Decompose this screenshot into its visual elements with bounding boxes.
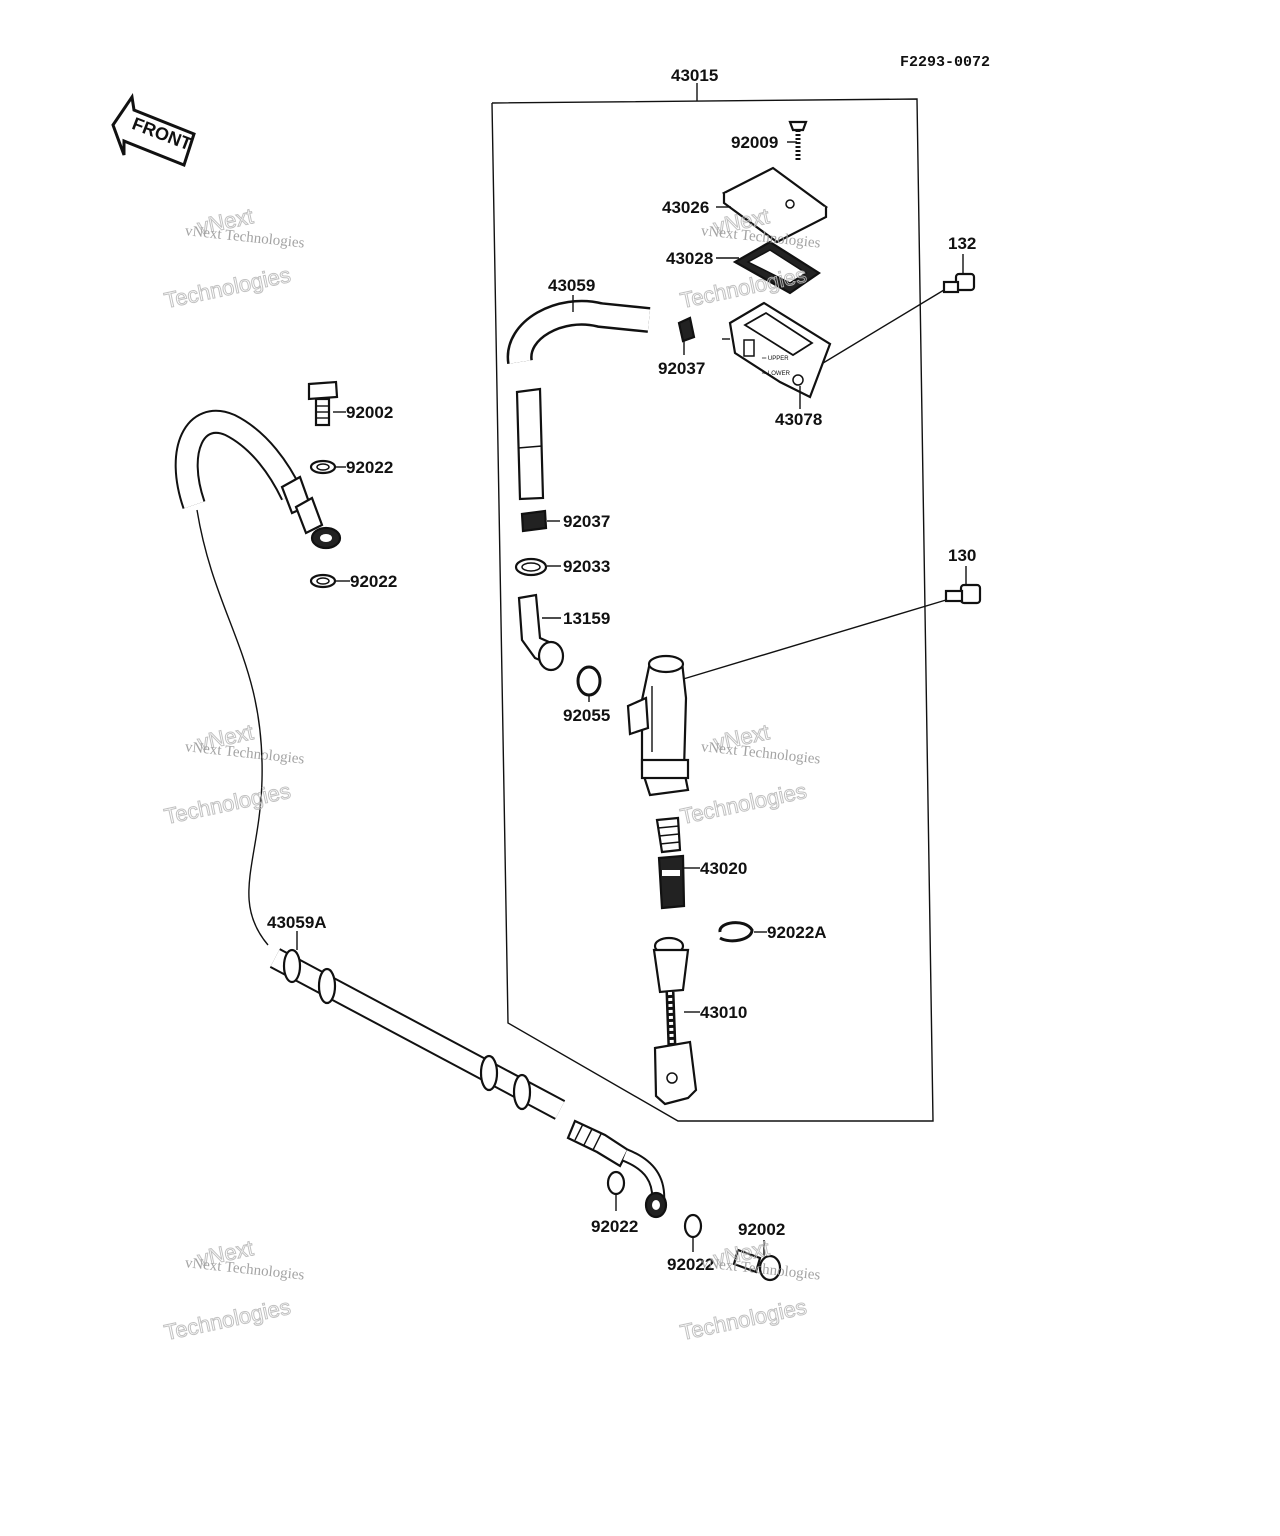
master-cylinder-body [626,654,690,797]
label-13159: 13159 [563,609,610,628]
brake-hose-upper-section [174,409,342,946]
svg-text:Technologies: Technologies [678,778,809,829]
watermark-bottom-left: vNext vNext Technologies Technologies [161,1235,305,1346]
clamp-92037-upper [677,316,696,343]
svg-text:Technologies: Technologies [678,262,809,313]
banjo-bolt-92002-lower [732,1248,782,1282]
label-43028: 43028 [666,249,713,268]
label-92009: 92009 [731,133,778,152]
front-arrow-icon: FRONT [111,92,196,167]
diaphragm-43028 [732,240,821,295]
watermark-middle-left: vNext vNext Technologies Technologies [161,719,305,830]
assembly-boundary [491,83,934,1122]
svg-text:═ UPPER: ═ UPPER [761,356,789,362]
label-92002-upper: 92002 [346,403,393,422]
reservoir-43078: ═ UPPER ═ LOWER [722,301,832,399]
label-43010: 43010 [700,1003,747,1022]
label-92033: 92033 [563,557,610,576]
label-43015: 43015 [671,66,718,85]
label-92022-d: 92022 [667,1255,714,1274]
cap-43026 [721,166,829,244]
label-43059: 43059 [548,276,595,295]
banjo-bolt-92002-upper [307,380,339,427]
label-92037-lower: 92037 [563,512,610,531]
label-92037-upper: 92037 [658,359,705,378]
label-92022A: 92022A [767,923,827,942]
fitting-13159 [517,593,565,672]
circlip-92022A [718,921,754,943]
label-132: 132 [948,234,976,253]
label-130: 130 [948,546,976,565]
svg-text:═ LOWER: ═ LOWER [761,371,791,377]
push-rod-43010 [652,936,698,1106]
bolt-130 [944,583,982,605]
svg-text:Technologies: Technologies [162,1294,293,1345]
piston-43020 [655,816,686,910]
label-92022-a: 92022 [346,458,393,477]
label-92022-c: 92022 [591,1217,638,1236]
screw-92009 [788,120,808,162]
label-43078: 43078 [775,410,822,429]
label-92022-b: 92022 [350,572,397,591]
watermark-middle-right: vNext vNext Technologies Technologies [677,719,821,830]
watermark-top-left: vNext vNext Technologies Technologies [161,203,305,314]
label-43026: 43026 [662,198,709,217]
bolt-132 [942,272,976,294]
svg-text:Technologies: Technologies [162,778,293,829]
o-ring-92055 [576,665,602,697]
label-92055: 92055 [563,706,610,725]
brake-hose-43059A [269,948,668,1219]
watermark-bottom-right: vNext vNext Technologies Technologies [677,1235,821,1346]
label-43059A: 43059A [267,913,327,932]
clamp-92037-lower [520,509,548,533]
svg-text:Technologies: Technologies [162,262,293,313]
label-92002-lower: 92002 [738,1220,785,1239]
svg-text:Technologies: Technologies [678,1294,809,1345]
label-43020: 43020 [700,859,747,878]
hose-43059 [506,299,651,501]
diagram-code: F2293-0072 [900,54,990,71]
